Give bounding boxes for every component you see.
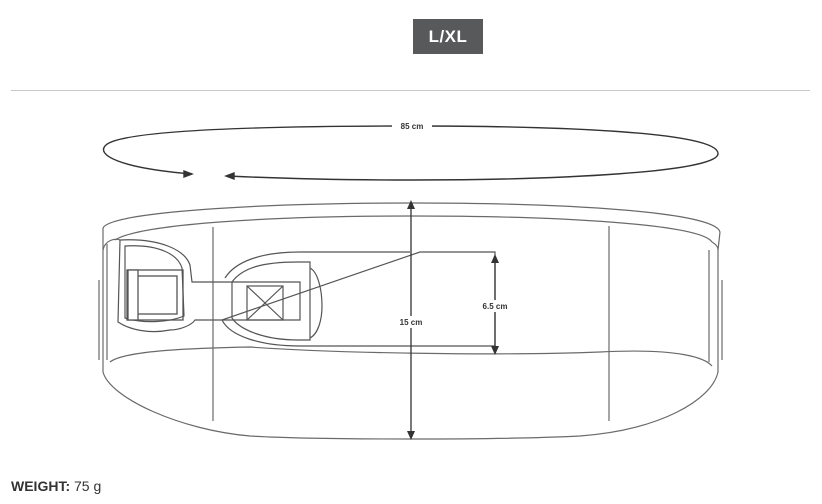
- circumference-label: 85 cm: [401, 122, 424, 131]
- size-badge: L/XL: [413, 19, 483, 54]
- weight-info: WEIGHT: 75 g: [11, 478, 101, 494]
- buckle-icon: [126, 269, 184, 321]
- circumference-label-bg: [392, 121, 432, 131]
- velcro-tab: [221, 251, 496, 347]
- pad-width-label: 6.5 cm: [483, 302, 508, 311]
- cross-stitch-icon: [246, 285, 284, 321]
- circumference-arrowhead-left: [183, 169, 194, 179]
- weight-value: 75 g: [74, 478, 102, 494]
- width-label: 15 cm: [400, 318, 423, 327]
- circumference-ellipse: [102, 125, 719, 181]
- width-label-bg: [393, 316, 429, 328]
- weight-label: WEIGHT:: [11, 478, 71, 494]
- header-divider: [11, 90, 810, 91]
- belt-outline: [98, 202, 723, 440]
- circumference-arrowhead-right: [224, 171, 235, 181]
- pad-width-label-bg: [476, 300, 514, 312]
- circumference-indicator: [102, 125, 719, 181]
